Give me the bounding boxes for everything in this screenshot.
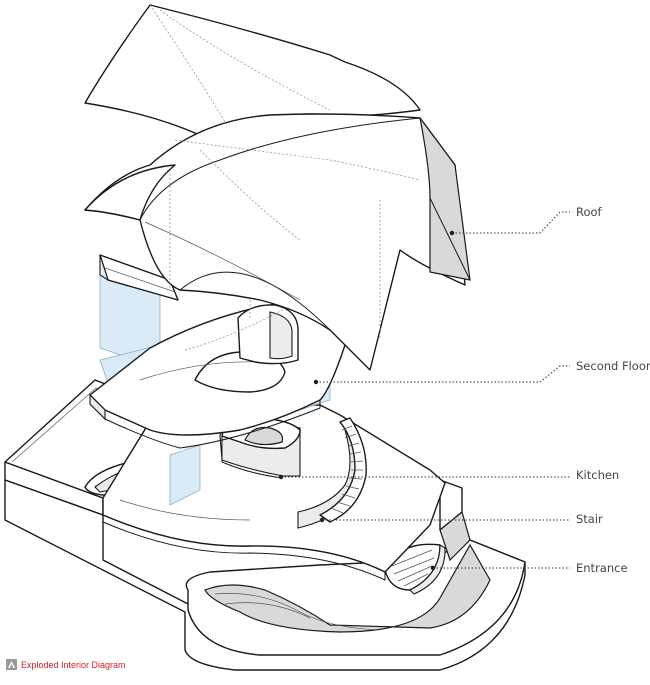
label-entrance-text: Entrance (576, 561, 628, 575)
label-second-floor-text: Second Floor (576, 359, 650, 373)
architecture-logo-icon (6, 659, 17, 670)
label-roof-text: Roof (576, 205, 603, 219)
label-kitchen: Kitchen (278, 468, 619, 482)
label-stair: Stair (319, 512, 603, 526)
label-roof: Roof (449, 205, 603, 236)
second-floor (89, 234, 346, 506)
diagram-caption: Exploded Interior Diagram (6, 659, 126, 670)
stair-element (297, 417, 367, 529)
label-stair-text: Stair (576, 512, 603, 526)
caption-text: Exploded Interior Diagram (21, 659, 126, 670)
label-entrance: Entrance (430, 561, 628, 575)
roof (84, 4, 471, 371)
label-second-floor: Second Floor (313, 359, 650, 385)
label-kitchen-text: Kitchen (576, 468, 619, 482)
